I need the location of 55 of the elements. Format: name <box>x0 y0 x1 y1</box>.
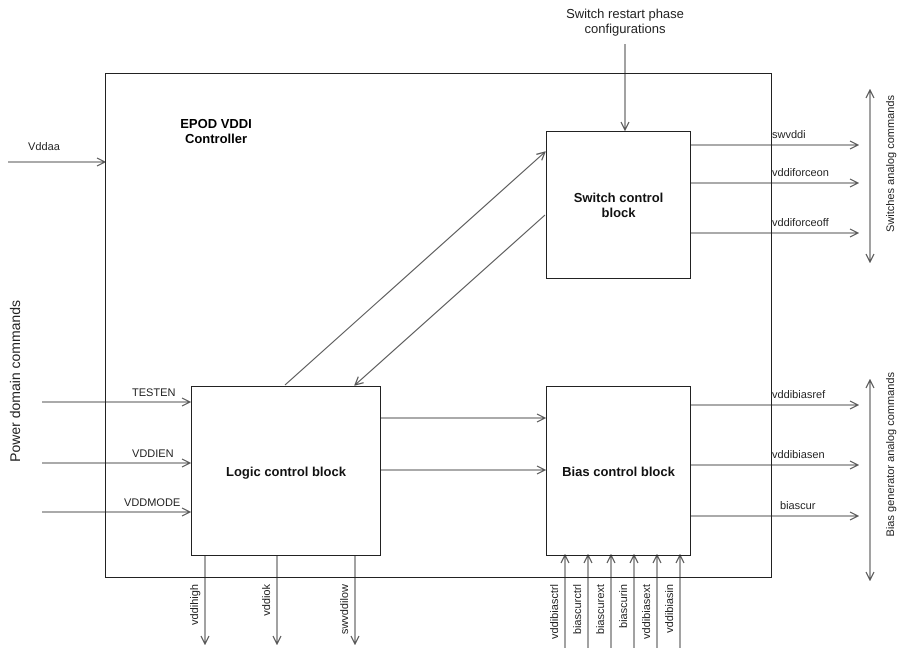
signal-label: vddiforceon <box>772 168 829 179</box>
arrow <box>42 458 191 468</box>
block-label: Logic control block <box>226 464 346 478</box>
arrow <box>42 397 191 407</box>
arrow <box>620 44 630 131</box>
signal-label: TESTEN <box>132 388 176 399</box>
signal-label: vddibiasen <box>772 450 825 461</box>
arrow <box>380 465 546 475</box>
signal-label: biascurext <box>596 584 607 634</box>
signal-label: Vddaa <box>28 142 60 153</box>
block-box <box>191 386 381 556</box>
arrow <box>560 554 570 648</box>
arrow <box>690 460 859 470</box>
block-box <box>546 386 691 556</box>
arrow <box>350 555 360 645</box>
signal-label: VDDMODE <box>124 498 180 509</box>
arrow <box>354 214 546 386</box>
signal-label: vddiok <box>262 584 273 616</box>
signal-label: swvddilow <box>340 584 351 634</box>
arrow <box>652 554 662 648</box>
signal-label: biascurin <box>619 584 630 628</box>
block-label: Bias control block <box>562 464 675 478</box>
signal-label: biascur <box>780 501 816 512</box>
arrow <box>380 413 546 423</box>
arrow <box>200 555 210 645</box>
group-label: Switches analog commands <box>886 95 897 232</box>
signal-label: vddiforceoff <box>772 218 829 229</box>
arrow <box>42 507 191 517</box>
arrow <box>272 555 282 645</box>
controller-title: EPOD VDDI Controller <box>179 116 253 146</box>
group-label: Bias generator analog commands <box>886 372 897 536</box>
signal-label: vddibiasctrl <box>550 584 561 640</box>
input-note: Switch restart phase configurations <box>555 6 695 44</box>
block-label: Switch control block <box>572 190 664 220</box>
arrow <box>583 554 593 648</box>
signal-label: vddibiasin <box>665 584 676 633</box>
arrow <box>690 178 859 188</box>
arrow <box>284 151 546 386</box>
signal-label: biascurctrl <box>573 584 584 634</box>
arrow <box>629 554 639 648</box>
signal-label: vddibiasref <box>772 390 826 401</box>
signal-label: vddihigh <box>190 584 201 625</box>
arrow <box>8 157 106 167</box>
group-label: Power domain commands <box>8 300 22 462</box>
arrow <box>690 511 859 521</box>
signal-label: VDDIEN <box>132 449 174 460</box>
arrow <box>606 554 616 648</box>
arrow <box>690 228 859 238</box>
arrow <box>690 400 859 410</box>
controller-box <box>105 73 772 578</box>
block-box <box>546 131 691 279</box>
signal-label: vddibiasext <box>642 584 653 640</box>
signal-label: swvddi <box>772 130 806 141</box>
arrow <box>675 554 685 648</box>
arrow <box>690 140 859 150</box>
